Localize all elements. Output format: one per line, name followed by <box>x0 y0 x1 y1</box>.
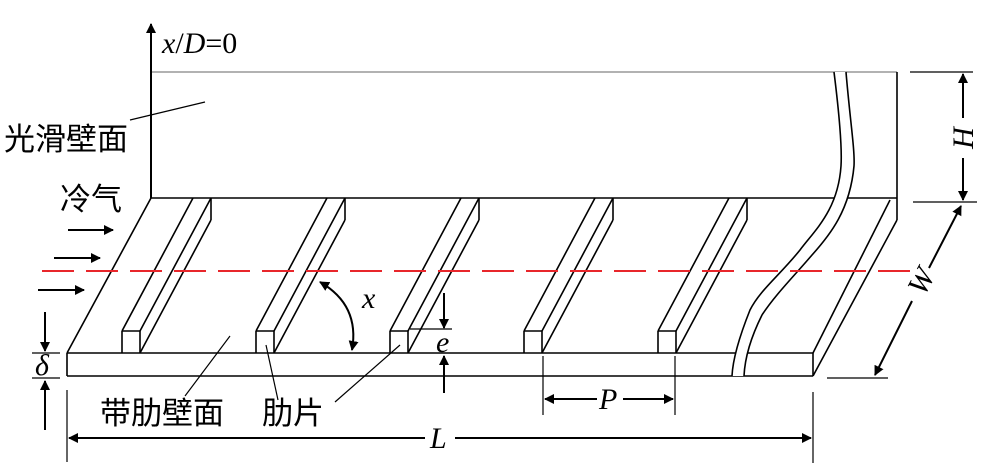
leader-lines <box>129 101 401 403</box>
coolant-flow-arrows <box>38 225 114 295</box>
rib-height-label: e <box>436 326 449 359</box>
thickness-dimension <box>32 312 60 430</box>
origin-label: x/D=0 <box>161 27 237 60</box>
smooth-wall <box>151 71 898 220</box>
height-dimension <box>910 71 977 203</box>
ribbed-wall-plate <box>66 197 898 377</box>
length-dimension <box>66 390 814 463</box>
rib-4 <box>523 197 614 354</box>
ribbed-wall-label: 带肋壁面 <box>100 396 224 432</box>
pitch-label: P <box>598 383 617 416</box>
rib-height-dimension <box>410 293 452 393</box>
width-dimension <box>827 205 962 379</box>
thickness-label: δ <box>35 349 50 382</box>
angle-arc <box>319 281 359 351</box>
coolant-label: 冷气 <box>60 182 122 218</box>
angle-label: x <box>361 282 376 315</box>
rib-2 <box>255 197 346 354</box>
smooth-wall-label: 光滑壁面 <box>4 122 128 158</box>
rib-1 <box>121 197 212 354</box>
rib-5 <box>657 197 748 354</box>
height-label: H <box>947 125 980 150</box>
width-label: W <box>901 260 943 300</box>
rib-label: 肋片 <box>262 396 324 432</box>
rib-3 <box>389 197 480 354</box>
ribs <box>121 197 748 354</box>
break-mark <box>731 71 855 377</box>
length-label: L <box>429 422 447 455</box>
pitch-dimension <box>542 356 676 415</box>
